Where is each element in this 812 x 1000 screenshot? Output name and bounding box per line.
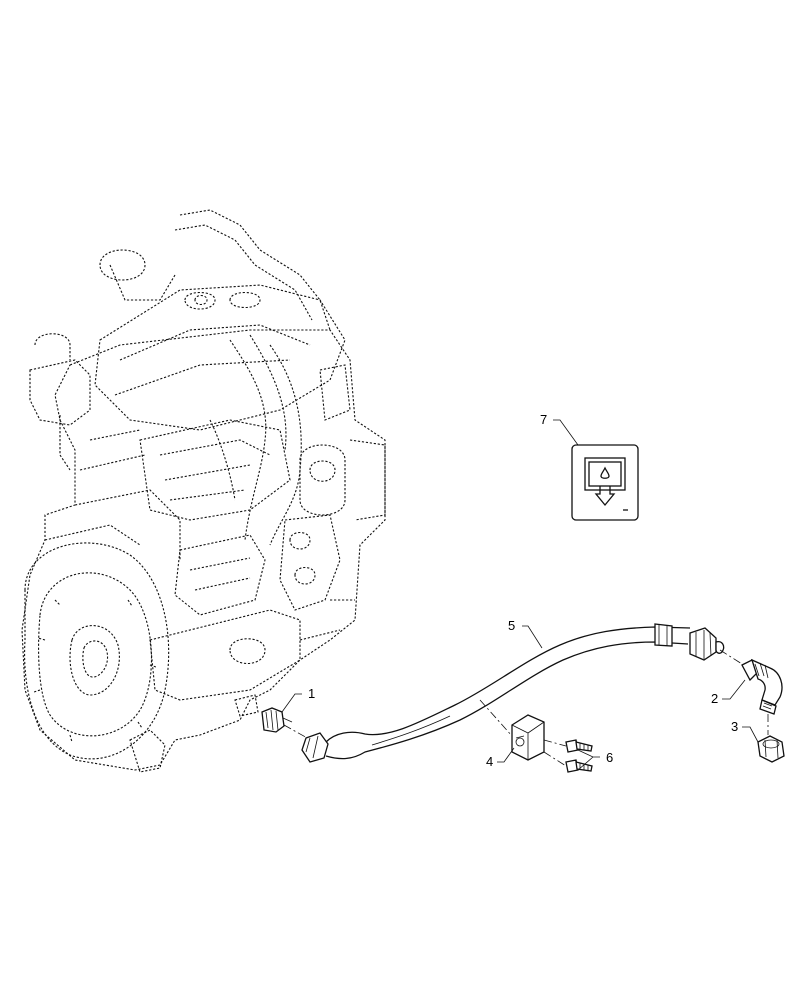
part-2-elbow-fitting <box>741 658 783 715</box>
part-3-nut <box>757 735 785 763</box>
callout-4: 4 <box>486 754 493 769</box>
callout-5: 5 <box>508 618 515 633</box>
callout-1: 1 <box>308 686 315 701</box>
part-1-fitting <box>261 707 293 733</box>
leader-lines <box>281 419 759 771</box>
oil-drain-icon <box>600 466 610 479</box>
callout-7: 7 <box>540 412 547 427</box>
part-6-bolts <box>565 739 593 773</box>
part-5-oil-pipe <box>301 623 725 763</box>
callout-6: 6 <box>606 750 613 765</box>
center-line <box>719 649 743 665</box>
callout-2: 2 <box>711 691 718 706</box>
engine-assembly-drawing <box>21 209 386 773</box>
part-4-clamp <box>511 714 567 767</box>
part-7-decal <box>571 444 639 521</box>
callout-3: 3 <box>731 719 738 734</box>
